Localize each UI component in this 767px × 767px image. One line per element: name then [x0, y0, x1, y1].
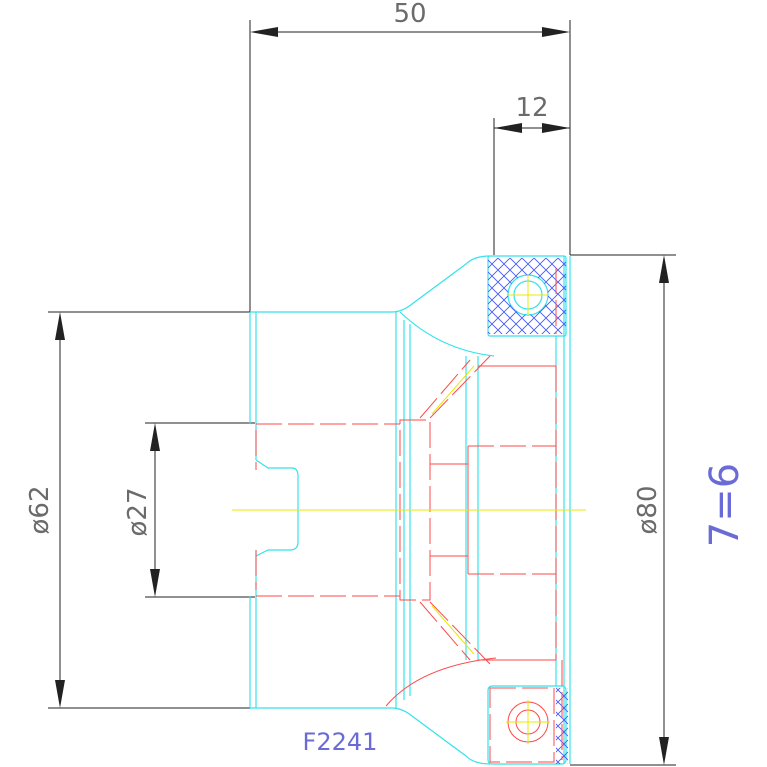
dim-50-label: 50 — [393, 0, 426, 29]
dim-12-label: 12 — [515, 93, 548, 123]
dim-50: 50 — [249, 0, 571, 312]
side-note-label: 7=6 — [702, 463, 748, 547]
part-number-label: F2241 — [303, 728, 378, 756]
dim-phi80-label: ø80 — [633, 486, 663, 535]
hidden-lines — [255, 268, 563, 763]
dim-phi62-label: ø62 — [25, 486, 55, 535]
dim-phi80: ø80 — [570, 254, 676, 766]
dim-12: 12 — [493, 93, 570, 255]
center-lines — [232, 275, 586, 744]
dim-phi27-label: ø27 — [123, 488, 153, 537]
hatch-top — [488, 258, 566, 334]
dim-phi27: ø27 — [123, 422, 255, 598]
dim-phi62: ø62 — [25, 311, 250, 709]
